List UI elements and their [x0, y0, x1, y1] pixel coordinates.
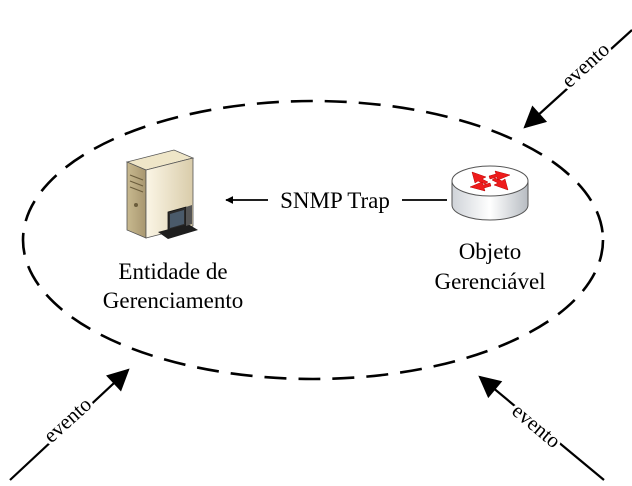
event-label-bottom-right: evento [507, 398, 565, 452]
event-arrow-top-right: evento [523, 29, 632, 129]
router-icon [451, 165, 529, 221]
managed-object-label-line2: Gerenciável [434, 269, 545, 294]
snmp-trap-label: SNMP Trap [280, 188, 390, 213]
managed-object-label-line1: Objeto [459, 239, 522, 264]
event-arrow-bottom-left: evento [9, 368, 130, 481]
event-label-top-right: evento [556, 37, 614, 92]
management-entity-label-line2: Gerenciamento [103, 288, 243, 313]
event-label-bottom-left: evento [38, 392, 96, 447]
management-entity-label-line1: Entidade de [118, 259, 227, 284]
server-icon [125, 149, 198, 239]
managed-domain-boundary [21, 99, 605, 381]
event-arrow-bottom-right: evento [478, 375, 605, 481]
